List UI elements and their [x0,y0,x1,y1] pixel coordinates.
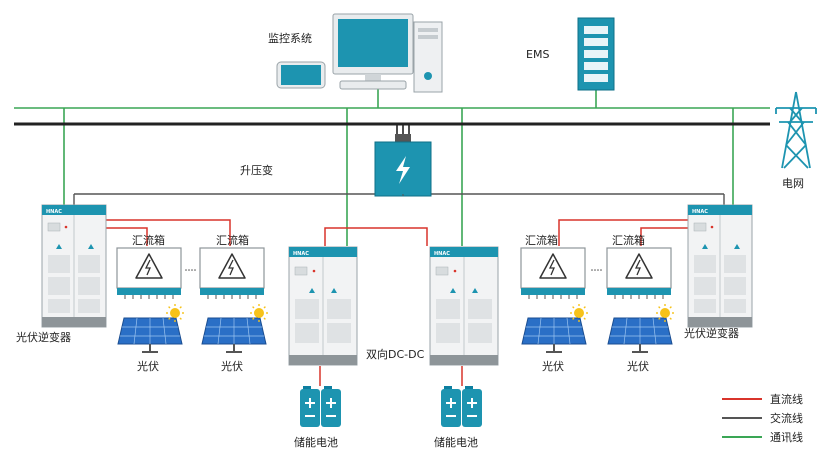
pv-array-3: 光伏 [521,303,589,373]
ems-label: EMS [526,48,549,61]
dc-lines [106,219,690,386]
monitor-icon [332,13,414,90]
transmission-tower-icon [775,91,817,169]
pv-label: 光伏 [542,359,564,373]
legend-label-comm: 通讯线 [770,430,803,444]
step-up-transformer: 升压变 [240,134,432,197]
legend-label-dc: 直流线 [770,392,803,406]
combiner-label: 汇流箱 [612,233,645,247]
combiner-box-4: 汇流箱 [606,233,672,300]
battery-icon [299,385,342,428]
pv-inverter-left: HNAC 光伏逆变器 [16,204,107,344]
pv-label: 光伏 [221,359,243,373]
tablet-icon [276,61,326,89]
combiner-box-1: 汇流箱 [116,233,182,300]
dcdc-label: 双向DC-DC [366,347,425,361]
monitoring-system: 监控系统 [268,13,443,93]
pv-array-2: 光伏 [201,303,269,373]
pv-inverter-right-label: 光伏逆变器 [684,326,739,340]
dcdc-right: HNAC [429,246,499,366]
lightning-icon [396,156,410,184]
brand-logo: HNAC [293,251,309,257]
server-rack-icon [577,17,615,91]
ems-server: EMS [526,17,615,91]
storage-battery-left: 储能电池 [294,385,342,449]
battery-label: 储能电池 [294,435,338,449]
pv-label: 光伏 [627,359,649,373]
legend-label-ac: 交流线 [770,411,803,425]
combiner-label: 汇流箱 [132,233,165,247]
battery-label: 储能电池 [434,435,478,449]
brand-logo: HNAC [434,251,450,257]
combiner-label: 汇流箱 [525,233,558,247]
combiner-box-3: 汇流箱 [520,233,586,300]
brand-logo: HNAC [692,209,708,215]
brand-logo: HNAC [46,209,62,215]
legend: 直流线 交流线 通讯线 [722,392,803,444]
combiner-label: 汇流箱 [216,233,249,247]
pv-array-4: 光伏 [607,303,675,373]
combiner-box-2: 汇流箱 [199,233,265,300]
pc-tower-icon [413,21,443,93]
pv-inverter-right: HNAC 光伏逆变器 [684,204,753,340]
dcdc-left: HNAC [288,246,358,366]
ac-bus [14,122,770,140]
pv-label: 光伏 [137,359,159,373]
storage-battery-right: 储能电池 [434,385,483,449]
grid: 电网 [775,91,817,190]
pv-array-1: 光伏 [117,303,185,373]
transformer-label: 升压变 [240,163,273,177]
grid-label: 电网 [782,177,804,190]
transformer-icon [374,134,432,197]
battery-icon [440,385,483,428]
monitoring-system-label: 监控系统 [268,31,312,45]
pv-inverter-left-label: 光伏逆变器 [16,330,71,344]
combiner-ellipsis [185,269,602,271]
